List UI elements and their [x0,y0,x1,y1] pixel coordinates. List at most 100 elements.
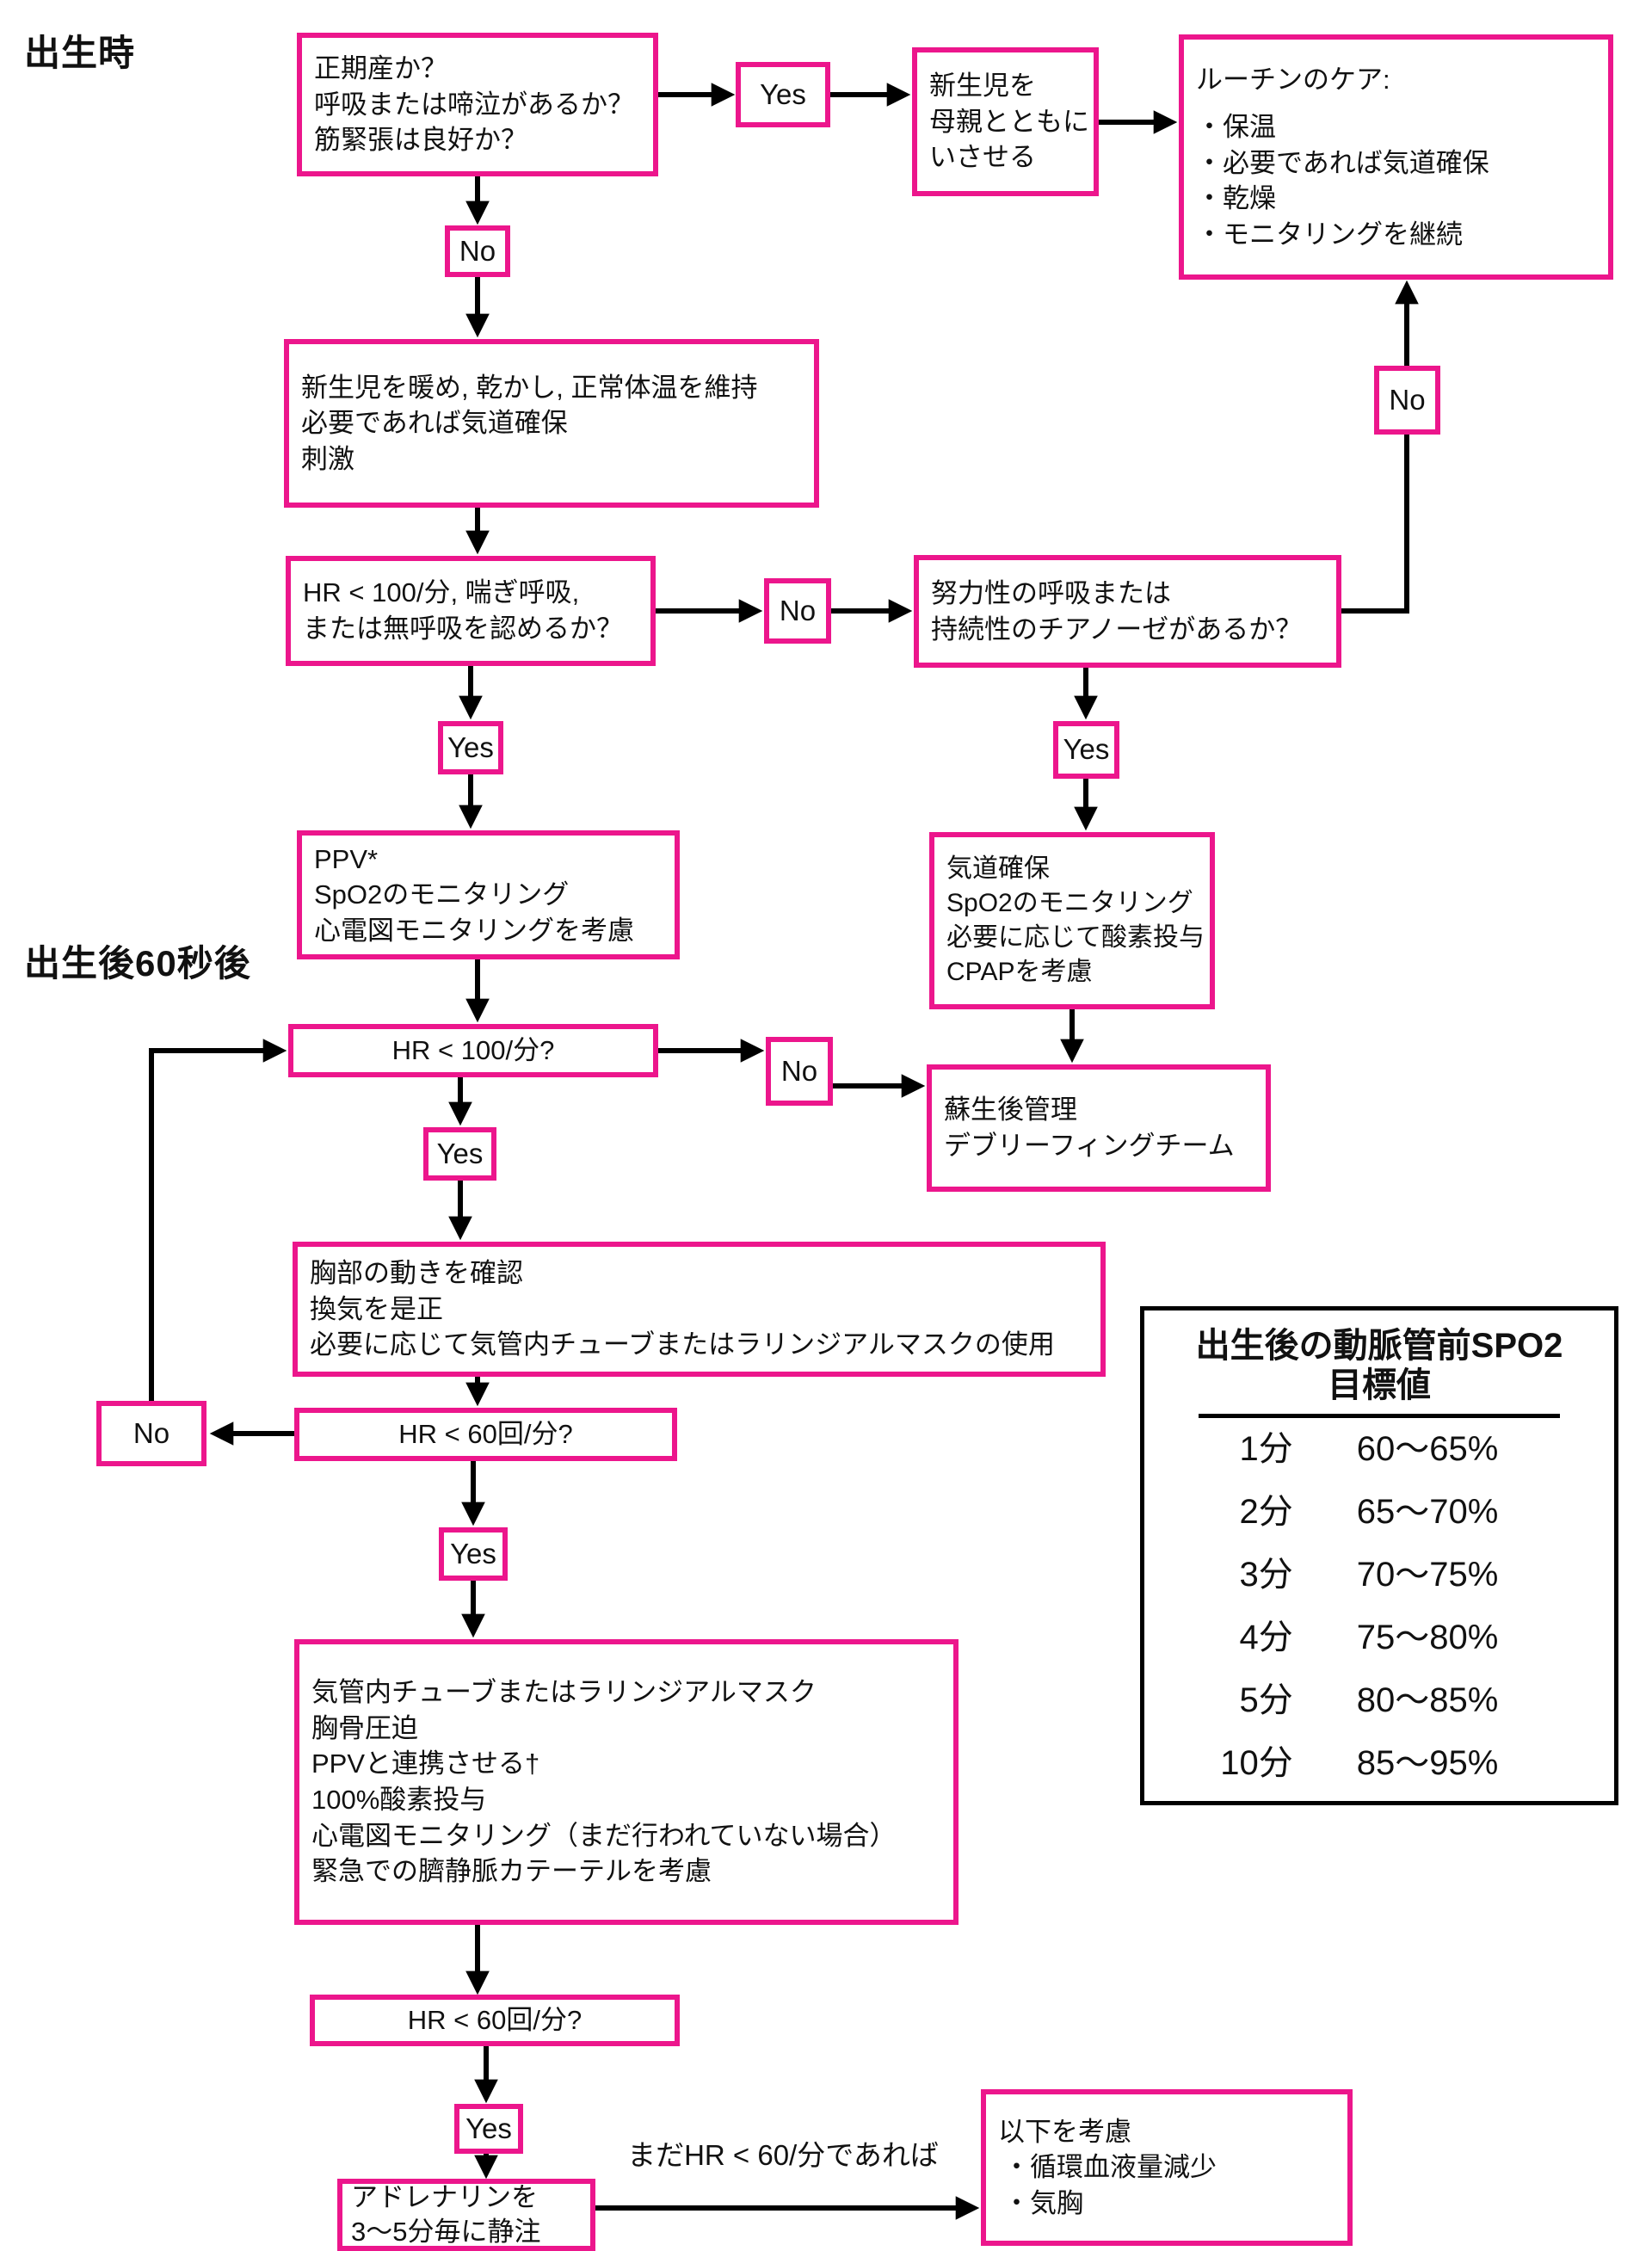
decision-yes-5: Yes [439,1527,508,1581]
text-line: HR < 100/分, 喘ぎ呼吸, [303,577,580,608]
text-line: 心電図モニタリング（まだ行われていない場合） [311,1820,897,1851]
text-line: 努力性の呼吸または [931,577,1171,608]
decision-yes-3: Yes [1053,721,1119,779]
text-line: 以下を考慮 [998,2116,1131,2147]
edge-label-still-hr-below-60: まだHR < 60/分であれば [627,2139,939,2171]
table-row: 3分 70〜75% [1153,1557,1606,1592]
text-line: 必要に応じて酸素投与 [946,923,1205,952]
text-line: 呼吸または啼泣があるか？ [314,89,634,120]
table-row: 10分 85〜95% [1153,1746,1606,1780]
text-line: ・乾燥 [1196,183,1276,214]
text-line: 気道確保 [946,854,1050,883]
text-line: 正期産か？ [314,53,447,84]
arrow-labored-no3-to-routine [1341,280,1419,614]
node-airway-oxygen-cpap: 気道確保 SpO2のモニタリング 必要に応じて酸素投与 CPAPを考慮 [929,832,1215,1009]
node-hr-below-100-check: HR < 100/分? [288,1024,658,1077]
text-line: 蘇生後管理 [944,1095,1077,1126]
no-label: No [133,1416,170,1449]
text-line: 100%酸素投与 [311,1785,487,1815]
text-line: CPAPを考慮 [946,958,1093,987]
text-line: 胸骨圧迫 [311,1712,418,1743]
stage-label-after-60s: 出生後60秒後 [24,943,251,984]
yes-label: Yes [447,731,494,763]
yes-label: Yes [465,2112,512,2144]
text-line: ・保温 [1196,112,1276,143]
text-line: HR < 60回/分? [407,2005,583,2036]
text-line: 新生児を [929,71,1036,102]
node-initial-assessment: 正期産か？ 呼吸または啼泣があるか？ 筋緊張は良好か？ [297,33,658,176]
node-adrenaline-iv: アドレナリンを 3〜5分毎に静注 [337,2179,595,2251]
table-row: 4分 75〜80% [1153,1620,1606,1655]
decision-no-5: No [96,1401,206,1466]
text-line: 3〜5分毎に静注 [351,2217,541,2247]
text-line: アドレナリンを [351,2181,538,2212]
decision-no-1: No [445,225,510,277]
text-line: PPV* [314,843,379,874]
text-line: 刺激 [301,443,354,474]
text-line: SpO2のモニタリング [946,888,1193,917]
table-cell-time: 2分 [1239,1493,1293,1531]
no-label: No [459,234,496,267]
node-post-resuscitation: 蘇生後管理 デブリーフィングチーム [927,1064,1271,1192]
text-line: 緊急での臍静脈カテーテルを考慮 [311,1856,712,1887]
spo2-target-table: 出生後の動脈管前SPO2 目標値 1分 60〜65% 2分 65〜70% 3分 … [1140,1306,1618,1805]
text-line: 必要であれば気道確保 [301,408,568,439]
table-title-line: 出生後の動脈管前SPO2 [1195,1327,1563,1365]
table-cell-time: 4分 [1239,1619,1293,1656]
table-row: 1分 60〜65% [1153,1432,1606,1466]
table-cell-range: 70〜75% [1356,1556,1499,1594]
table-cell-range: 85〜95% [1356,1744,1499,1782]
yes-label: Yes [450,1537,496,1570]
stage-label-at-birth: 出生時 [24,33,136,73]
text-line: 心電図モニタリングを考慮 [314,915,634,946]
text-line: SpO2のモニタリング [314,879,570,910]
no-label: No [779,594,817,626]
text-line: 母親とともに [929,106,1089,137]
node-ppv-spo2-ecg: PPV* SpO2のモニタリング 心電図モニタリングを考慮 [297,830,680,959]
text-line: ルーチンのケア: [1196,64,1390,95]
text-line: または無呼吸を認めるか？ [303,614,623,644]
decision-no-2: No [764,578,831,644]
node-chest-movement-ventilation: 胸部の動きを確認 換気を是正 必要に応じて気管内チューブまたはラリンジアルマスク… [293,1242,1106,1377]
text-line: HR < 100/分? [391,1035,555,1066]
text-line: ・循環血液量減少 [1003,2152,1217,2183]
text-line: ・必要であれば気道確保 [1196,147,1489,178]
table-cell-time: 10分 [1220,1744,1293,1782]
table-cell-time: 5分 [1239,1681,1293,1719]
decision-yes-1: Yes [736,62,830,127]
text-line: 必要に応じて気管内チューブまたはラリンジアルマスクの使用 [310,1329,1055,1360]
table-rule [1198,1414,1561,1418]
table-row: 5分 80〜85% [1153,1683,1606,1718]
table-row: 2分 65〜70% [1153,1495,1606,1529]
text-line: 換気を是正 [310,1293,443,1324]
text-line: いさせる [929,142,1036,173]
text-line: 新生児を暖め, 乾かし, 正常体温を維持 [301,372,758,403]
table-cell-range: 75〜80% [1356,1619,1499,1656]
node-hr-below-60-check-2: HR < 60回/分? [310,1995,680,2046]
yes-label: Yes [760,77,806,110]
decision-no-4: No [766,1037,833,1106]
node-labored-breathing-cyanosis: 努力性の呼吸または 持続性のチアノーゼがあるか？ [914,555,1341,668]
text-line: デブリーフィングチーム [944,1131,1235,1161]
decision-yes-2: Yes [438,721,503,774]
text-line: ・モニタリングを継続 [1196,219,1463,250]
node-hr-below-60-check-1: HR < 60回/分? [294,1408,677,1461]
no-label: No [780,1054,818,1087]
node-stay-with-mother: 新生児を 母親とともに いさせる [912,47,1099,196]
text-line: PPVと連携させる† [311,1748,540,1779]
text-line: 持続性のチアノーゼがあるか？ [931,614,1303,644]
yes-label: Yes [436,1137,484,1169]
table-cell-time: 3分 [1239,1556,1293,1594]
table-cell-range: 80〜85% [1356,1681,1499,1719]
node-warm-dry-stimulate: 新生児を暖め, 乾かし, 正常体温を維持 必要であれば気道確保 刺激 [284,339,819,508]
yes-label: Yes [1063,733,1110,766]
arrow-no5-loop-to-hr100check [149,1039,287,1401]
text-line: ・気胸 [1003,2187,1083,2218]
table-cell-range: 60〜65% [1356,1430,1499,1468]
table-cell-range: 65〜70% [1356,1493,1499,1531]
node-routine-care: ルーチンのケア: ・保温 ・必要であれば気道確保 ・乾燥 ・モニタリングを継続 [1179,34,1613,280]
no-label: No [1389,383,1426,416]
text-line: 気管内チューブまたはラリンジアルマスク [311,1677,817,1708]
table-title-line: 目標値 [1328,1366,1431,1404]
